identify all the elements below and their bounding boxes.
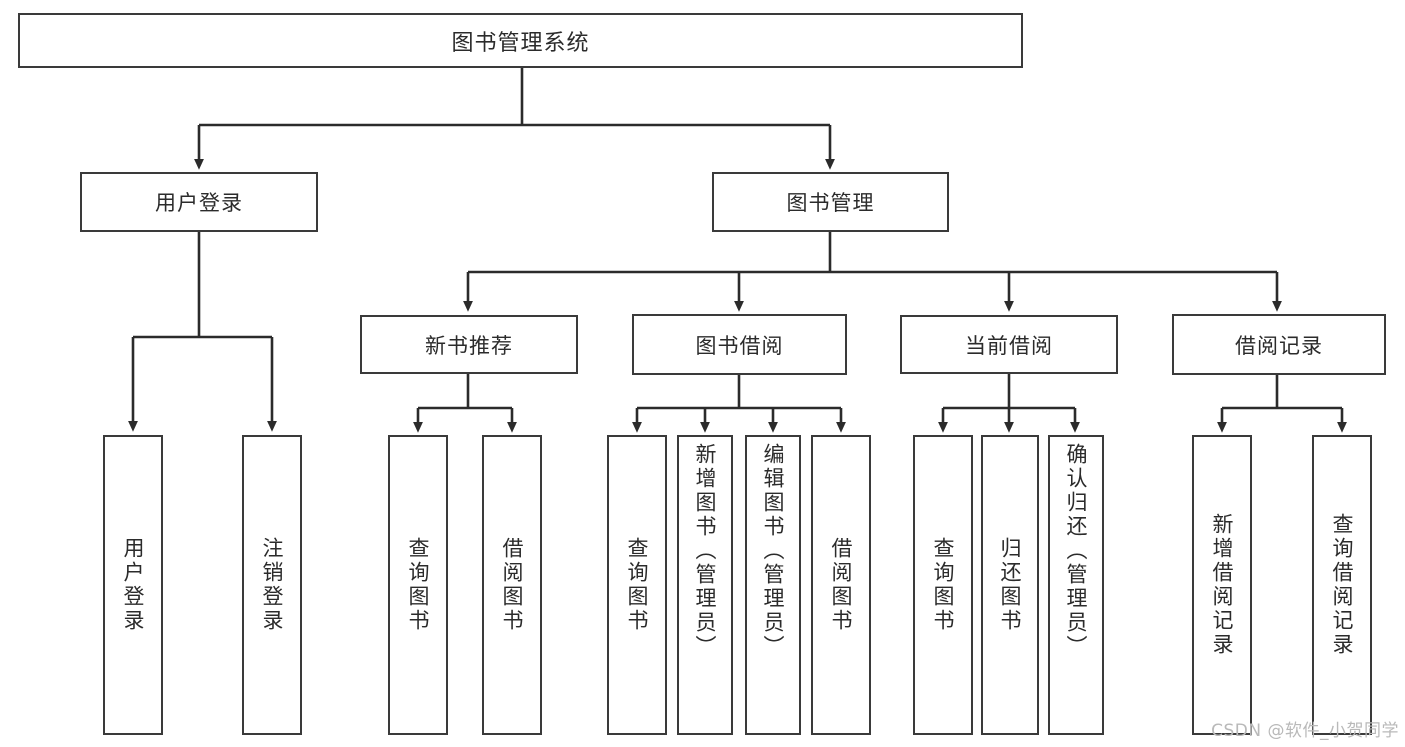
node-label: 归还图书	[998, 537, 1023, 633]
leaf-borrow-book[interactable]: 借阅图书	[811, 435, 871, 735]
leaf-query-book-current[interactable]: 查询图书	[913, 435, 973, 735]
node-label: 图书管理	[786, 191, 875, 215]
leaf-query-book-recommend[interactable]: 查询图书	[388, 435, 448, 735]
node-label: 借阅图书	[500, 537, 525, 633]
node-label: 当前借阅	[965, 333, 1053, 358]
leaf-add-book-admin[interactable]: 新增图书（管理员）	[677, 435, 733, 735]
node-label: 借阅记录	[1235, 333, 1323, 358]
node-label: 查询图书	[406, 537, 431, 633]
leaf-query-borrow-record[interactable]: 查询借阅记录	[1312, 435, 1372, 735]
leaf-borrow-book-recommend[interactable]: 借阅图书	[482, 435, 542, 735]
node-label: 新增借阅记录	[1210, 513, 1235, 657]
leaf-logout[interactable]: 注销登录	[242, 435, 302, 735]
node-root-system[interactable]: 图书管理系统	[18, 13, 1023, 68]
node-new-book-recommend[interactable]: 新书推荐	[360, 315, 578, 374]
leaf-add-borrow-record[interactable]: 新增借阅记录	[1192, 435, 1252, 735]
node-label: 查询图书	[625, 537, 650, 633]
node-label: 图书借阅	[695, 333, 784, 358]
node-book-management[interactable]: 图书管理	[712, 172, 949, 232]
node-label: 用户登录	[155, 191, 243, 215]
node-borrow-record[interactable]: 借阅记录	[1172, 314, 1386, 375]
node-label: 新书推荐	[425, 333, 513, 358]
node-label: 新增图书（管理员）	[693, 443, 718, 659]
leaf-user-login[interactable]: 用户登录	[103, 435, 163, 735]
node-label: 注销登录	[260, 537, 285, 633]
node-label: 编辑图书（管理员）	[761, 443, 786, 659]
node-label: 借阅图书	[829, 537, 854, 633]
leaf-edit-book-admin[interactable]: 编辑图书（管理员）	[745, 435, 801, 735]
leaf-confirm-return-admin[interactable]: 确认归还（管理员）	[1048, 435, 1104, 735]
node-current-borrow[interactable]: 当前借阅	[900, 315, 1118, 374]
node-label: 确认归还（管理员）	[1064, 443, 1089, 659]
csdn-watermark: CSDN @软件_小贺同学	[1211, 721, 1399, 741]
leaf-query-book-borrow[interactable]: 查询图书	[607, 435, 667, 735]
node-label: 用户登录	[121, 537, 146, 633]
node-book-borrow[interactable]: 图书借阅	[632, 314, 847, 375]
node-label: 查询借阅记录	[1330, 513, 1355, 657]
node-label: 图书管理系统	[451, 30, 590, 56]
node-label: 查询图书	[931, 537, 956, 633]
node-user-login[interactable]: 用户登录	[80, 172, 318, 232]
leaf-return-book[interactable]: 归还图书	[981, 435, 1039, 735]
